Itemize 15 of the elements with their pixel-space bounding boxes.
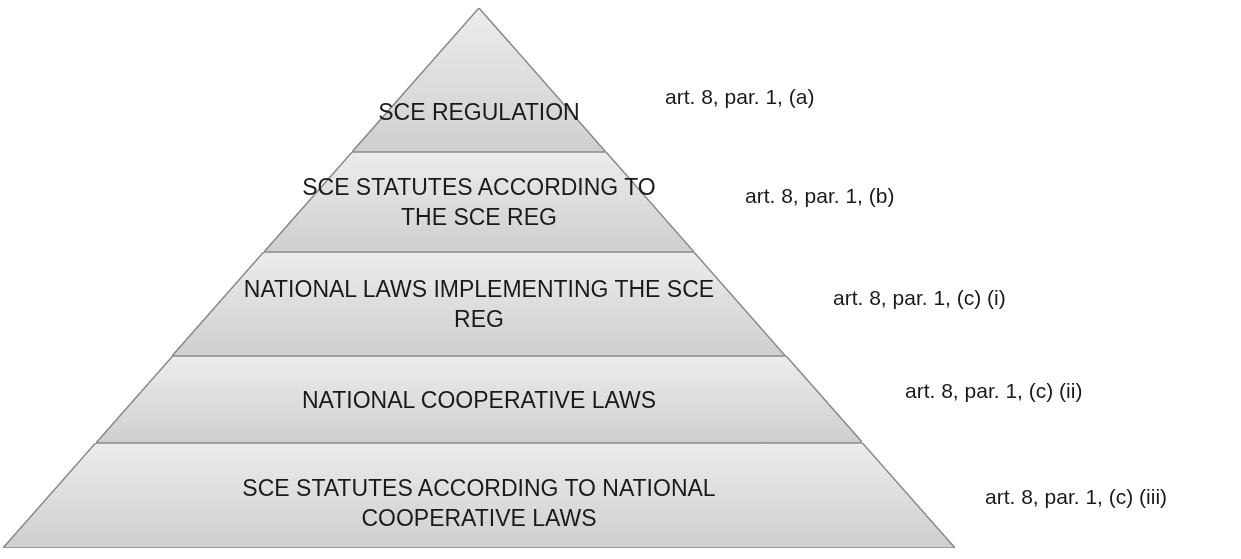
article-reference: art. 8, par. 1, (c) (iii) [985,485,1168,509]
pyramid-tier [172,252,786,356]
tier-label: SCE REGULATION [377,98,581,127]
tier-label: NATIONAL COOPERATIVE LAWS [300,386,657,415]
pyramid-tier [263,152,695,252]
article-reference: art. 8, par. 1, (a) [665,85,815,109]
article-reference: art. 8, par. 1, (b) [745,184,895,208]
pyramid-tier [95,356,863,443]
pyramid-tier [352,8,606,152]
pyramid-tier [3,443,955,548]
article-reference: art. 8, par. 1, (c) (i) [833,286,1006,310]
tier-label: NATIONAL LAWS IMPLEMENTING THE SCE REG [242,275,716,334]
tier-label: SCE STATUTES ACCORDING TO THE SCE REG [301,173,657,232]
article-reference: art. 8, par. 1, (c) (ii) [905,379,1083,403]
tier-label: SCE STATUTES ACCORDING TO NATIONAL COOPERATIVE LAWS [241,474,717,533]
